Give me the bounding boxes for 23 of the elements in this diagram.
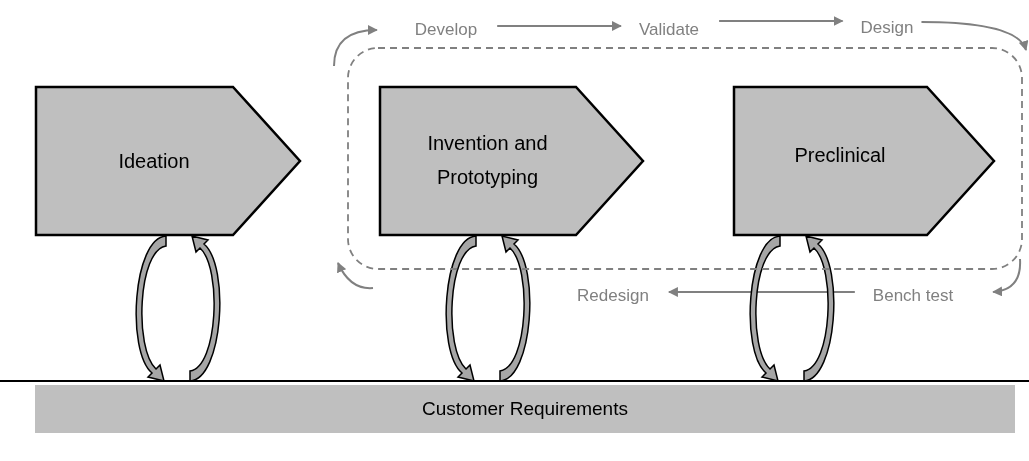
step-label: Validate	[638, 19, 700, 41]
curved-block-arrow	[135, 235, 167, 382]
step-label: Redesign	[577, 285, 649, 307]
step-label: Develop	[414, 19, 478, 41]
flow-arrow	[920, 21, 1027, 51]
step-label: Bench test	[872, 285, 954, 307]
phase-label: Preclinical	[793, 143, 887, 168]
flow-arrow	[496, 21, 622, 31]
curved-block-arrow	[445, 235, 477, 382]
flow-arrow	[718, 16, 844, 26]
curved-block-arrow	[803, 235, 835, 382]
step-label: Design	[860, 17, 914, 39]
phase-label: Ideation	[117, 149, 191, 174]
curved-block-arrow	[189, 235, 221, 382]
phase-label: Invention and Prototyping	[426, 131, 549, 190]
requirements-bar	[35, 385, 1015, 433]
flow-arrow	[667, 287, 856, 297]
bar-label: Customer Requirements	[422, 398, 628, 420]
flow-arrow	[333, 25, 378, 67]
flow-arrow	[337, 262, 374, 290]
flow-arrow	[992, 258, 1022, 296]
curved-block-arrow	[499, 235, 531, 382]
curved-block-arrow	[749, 235, 781, 382]
